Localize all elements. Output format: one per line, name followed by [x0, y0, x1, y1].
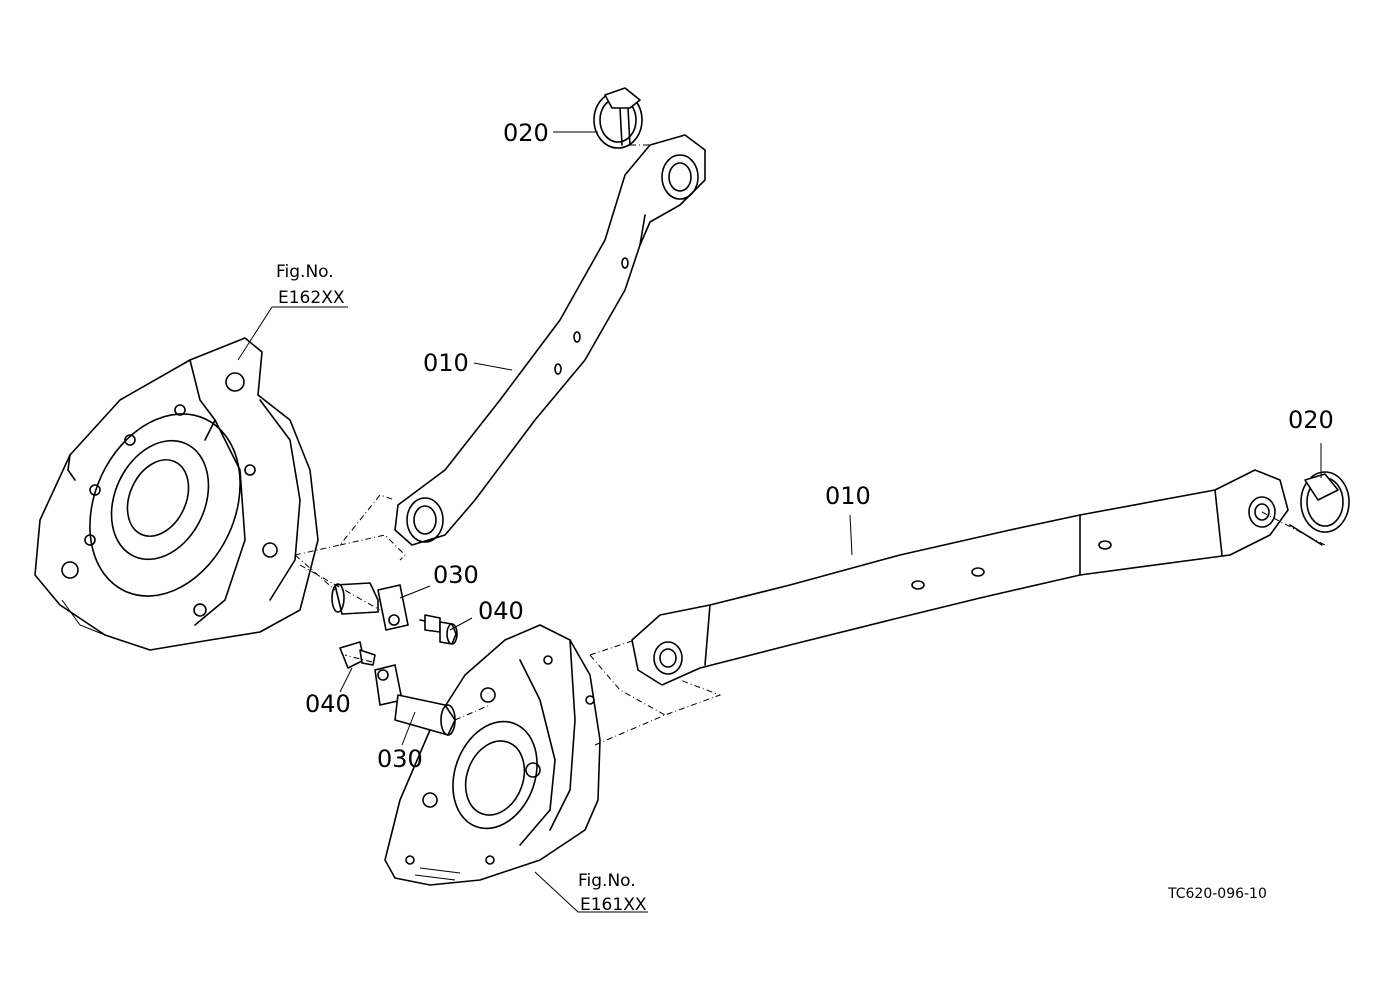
label-020-right: 020	[1288, 406, 1334, 434]
lynch-pin-right	[1289, 471, 1350, 546]
lower-link-right	[631, 469, 1289, 686]
bolt-upper	[419, 614, 458, 645]
label-030-upper: 030	[433, 561, 479, 589]
leader-lines	[237, 131, 1322, 913]
lynch-pin-upper	[593, 87, 643, 149]
pin-lower	[374, 664, 456, 736]
fig-code-bottom: E161XX	[580, 895, 647, 915]
label-020-upper: 020	[503, 119, 549, 147]
left-axle-housing	[34, 337, 319, 651]
label-030-lower: 030	[377, 745, 423, 773]
drawing-code: TC620-096-10	[1167, 886, 1267, 902]
bolt-lower	[339, 641, 376, 669]
fig-label-bottom: Fig.No.	[578, 871, 636, 891]
fig-code-left: E162XX	[278, 288, 345, 308]
label-040-upper: 040	[478, 597, 524, 625]
pin-upper	[331, 582, 409, 631]
assembly-guide-lines	[294, 144, 1326, 746]
label-010-upper: 010	[423, 349, 469, 377]
bottom-axle-housing	[384, 624, 601, 886]
fig-label-left: Fig.No.	[276, 262, 334, 282]
label-040-lower: 040	[305, 690, 351, 718]
label-010-right: 010	[825, 482, 871, 510]
lower-link-upper	[394, 134, 706, 546]
